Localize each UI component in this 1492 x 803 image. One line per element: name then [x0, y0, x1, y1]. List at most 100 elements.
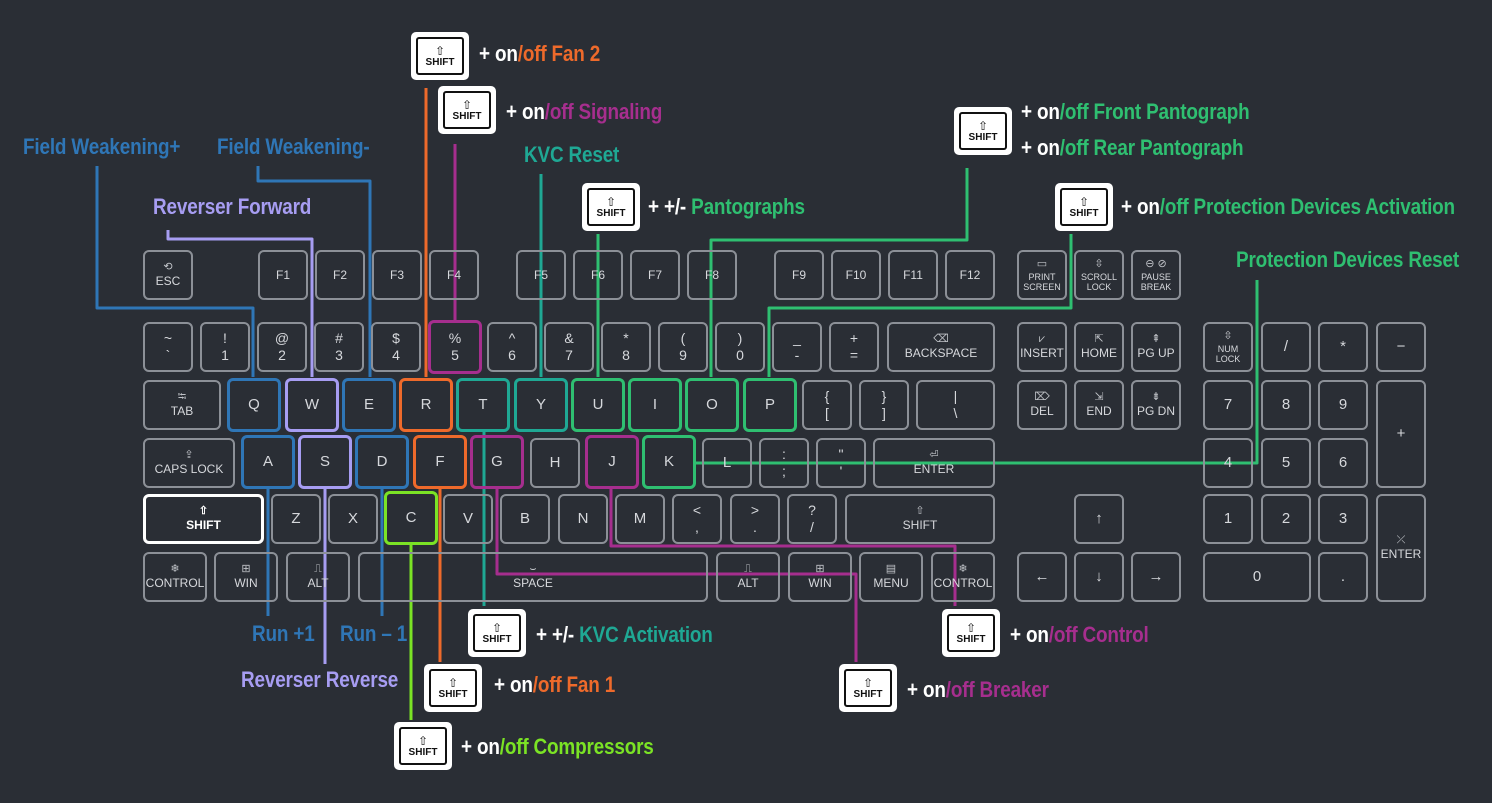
key-g[interactable]: G	[470, 435, 524, 489]
key-end[interactable]: ⇲END	[1074, 380, 1124, 430]
key-a[interactable]: A	[241, 435, 295, 489]
key-caps-lock[interactable]: ⇪CAPS LOCK	[143, 438, 235, 488]
key-pg-up[interactable]: ⇞PG UP	[1131, 322, 1181, 372]
key-num-multiply[interactable]: *	[1318, 322, 1368, 372]
key-tab[interactable]: ⭾TAB	[143, 380, 221, 430]
key-f5[interactable]: F5	[516, 250, 566, 300]
key-backslash[interactable]: |\	[916, 380, 995, 430]
key-left-win[interactable]: ⊞WIN	[214, 552, 278, 602]
key-right-alt[interactable]: ⎍ALT	[716, 552, 780, 602]
key-i[interactable]: I	[628, 378, 682, 432]
key-x[interactable]: X	[328, 494, 378, 544]
key-num-divide[interactable]: /	[1261, 322, 1311, 372]
key-1[interactable]: !1	[200, 322, 250, 372]
key-k[interactable]: K	[642, 435, 696, 489]
key-semicolon[interactable]: :;	[759, 438, 809, 488]
key-b[interactable]: B	[500, 494, 550, 544]
key-num-4[interactable]: 4	[1203, 438, 1253, 488]
key-f6[interactable]: F6	[573, 250, 623, 300]
key-print-screen[interactable]: ▭PRINT SCREEN	[1017, 250, 1067, 300]
key-d[interactable]: D	[355, 435, 409, 489]
key-9[interactable]: (9	[658, 322, 708, 372]
key-num-enter[interactable]: ⤫ENTER	[1376, 494, 1426, 602]
key-right-win[interactable]: ⊞WIN	[788, 552, 852, 602]
key-o[interactable]: O	[685, 378, 739, 432]
key-pause-break[interactable]: ⊖ ⊘PAUSE BREAK	[1131, 250, 1181, 300]
key-home[interactable]: ⇱HOME	[1074, 322, 1124, 372]
key-space[interactable]: ⌣SPACE	[358, 552, 708, 602]
key-num-2[interactable]: 2	[1261, 494, 1311, 544]
key-right-control[interactable]: ❄CONTROL	[931, 552, 995, 602]
key-s[interactable]: S	[298, 435, 352, 489]
key-f9[interactable]: F9	[774, 250, 824, 300]
key-comma[interactable]: <,	[672, 494, 722, 544]
key-n[interactable]: N	[558, 494, 608, 544]
key-esc[interactable]: ⟲ESC	[143, 250, 193, 300]
key-c[interactable]: C	[384, 491, 438, 545]
key-7[interactable]: &7	[544, 322, 594, 372]
key-f3[interactable]: F3	[372, 250, 422, 300]
key-quote[interactable]: "'	[816, 438, 866, 488]
key-u[interactable]: U	[571, 378, 625, 432]
key-pg-dn[interactable]: ⇟PG DN	[1131, 380, 1181, 430]
key-f1[interactable]: F1	[258, 250, 308, 300]
key-left-bracket[interactable]: {[	[802, 380, 852, 430]
key-num-0[interactable]: 0	[1203, 552, 1311, 602]
key-tilde[interactable]: ~`	[143, 322, 193, 372]
key-l[interactable]: L	[702, 438, 752, 488]
key-j[interactable]: J	[585, 435, 639, 489]
key-arrow-left[interactable]: ←	[1017, 552, 1067, 602]
key-num-5[interactable]: 5	[1261, 438, 1311, 488]
key-8[interactable]: *8	[601, 322, 651, 372]
key-z[interactable]: Z	[271, 494, 321, 544]
key-f2[interactable]: F2	[315, 250, 365, 300]
key-y[interactable]: Y	[514, 378, 568, 432]
key-f4[interactable]: F4	[429, 250, 479, 300]
key-right-bracket[interactable]: }]	[859, 380, 909, 430]
key-2[interactable]: @2	[257, 322, 307, 372]
key-arrow-down[interactable]: ↓	[1074, 552, 1124, 602]
key-num-minus[interactable]: −	[1376, 322, 1426, 372]
key-0[interactable]: )0	[715, 322, 765, 372]
key-enter[interactable]: ⏎ENTER	[873, 438, 995, 488]
key-m[interactable]: M	[615, 494, 665, 544]
key-6[interactable]: ^6	[487, 322, 537, 372]
key-left-alt[interactable]: ⎍ALT	[286, 552, 350, 602]
key-period[interactable]: >.	[730, 494, 780, 544]
key-backspace[interactable]: ⌫BACKSPACE	[887, 322, 995, 372]
key-r[interactable]: R	[399, 378, 453, 432]
key-num-1[interactable]: 1	[1203, 494, 1253, 544]
key-e[interactable]: E	[342, 378, 396, 432]
key-arrow-up[interactable]: ↑	[1074, 494, 1124, 544]
key-f12[interactable]: F12	[945, 250, 995, 300]
key-3[interactable]: #3	[314, 322, 364, 372]
key-slash[interactable]: ?/	[787, 494, 837, 544]
key-f7[interactable]: F7	[630, 250, 680, 300]
key-q[interactable]: Q	[227, 378, 281, 432]
key-right-shift[interactable]: ⇧SHIFT	[845, 494, 995, 544]
key-num-7[interactable]: 7	[1203, 380, 1253, 430]
key-num-lock[interactable]: ⇳NUM LOCK	[1203, 322, 1253, 372]
key-num-6[interactable]: 6	[1318, 438, 1368, 488]
key-equal[interactable]: +=	[829, 322, 879, 372]
key-num-plus[interactable]: +	[1376, 380, 1426, 488]
key-w[interactable]: W	[285, 378, 339, 432]
key-f11[interactable]: F11	[888, 250, 938, 300]
key-p[interactable]: P	[743, 378, 797, 432]
key-num-dot[interactable]: .	[1318, 552, 1368, 602]
key-scroll-lock[interactable]: ⇳SCROLL LOCK	[1074, 250, 1124, 300]
key-num-8[interactable]: 8	[1261, 380, 1311, 430]
key-f10[interactable]: F10	[831, 250, 881, 300]
key-v[interactable]: V	[443, 494, 493, 544]
key-num-3[interactable]: 3	[1318, 494, 1368, 544]
key-insert[interactable]: ⩗INSERT	[1017, 322, 1067, 372]
key-5[interactable]: %5	[428, 320, 482, 374]
key-delete[interactable]: ⌦DEL	[1017, 380, 1067, 430]
key-menu[interactable]: ▤MENU	[859, 552, 923, 602]
key-f8[interactable]: F8	[687, 250, 737, 300]
key-t[interactable]: T	[456, 378, 510, 432]
key-left-shift[interactable]: ⇧SHIFT	[143, 494, 264, 544]
key-minus[interactable]: _-	[772, 322, 822, 372]
key-4[interactable]: $4	[371, 322, 421, 372]
key-h[interactable]: H	[530, 438, 580, 488]
